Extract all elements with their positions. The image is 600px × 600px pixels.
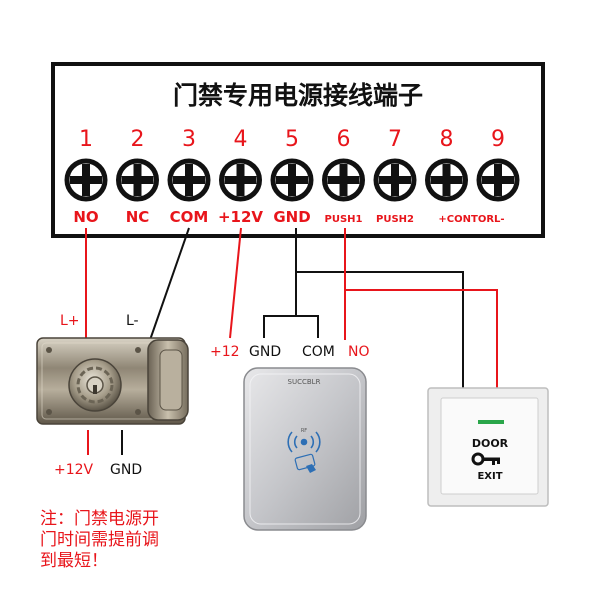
wires <box>85 227 498 455</box>
terminal-number: 9 <box>491 127 505 152</box>
terminal-label: GND <box>273 208 310 226</box>
wire-com-to-lock <box>149 227 190 341</box>
terminal-number: 6 <box>337 127 351 152</box>
terminal-panel: 门禁专用电源接线端子 1NO2NC3COM4+12V5GND6PUSH17PUS… <box>51 62 545 238</box>
wire-gnd-to-reader <box>263 228 297 338</box>
reader-bezel <box>249 373 361 525</box>
lock-l-minus-label: L- <box>126 313 139 329</box>
terminal-number: 2 <box>131 127 145 152</box>
terminal-9: 9 <box>476 127 520 202</box>
lock-screw-icon <box>46 409 52 415</box>
wire-12v-to-reader <box>229 227 242 339</box>
screw-terminal-icon <box>167 158 211 202</box>
reader-gnd-label: GND <box>249 344 281 360</box>
terminal-number: 1 <box>79 127 93 152</box>
wire-gnd-to-exit <box>295 228 464 392</box>
screw-terminal-icon <box>219 158 262 202</box>
panel-border <box>51 62 545 238</box>
terminal-number: 4 <box>234 127 248 152</box>
screw-terminal-icon <box>64 158 108 202</box>
lock-gnd-label: GND <box>110 462 142 478</box>
lock-keyhole-slot <box>93 385 97 394</box>
terminal-8: 8 +CONTORL- <box>425 127 505 225</box>
terminal-label: NC <box>126 208 150 226</box>
lock-screw-icon <box>135 409 141 415</box>
lock-12v-label: +12V <box>54 462 94 478</box>
exit-door-label: DOOR <box>472 437 509 450</box>
card-reader: +12 GND COM NO SUCCBLR RF <box>210 344 370 531</box>
reader-no-label: NO <box>348 344 370 360</box>
panel-title: 门禁专用电源接线端子 <box>173 81 423 110</box>
lock-l-plus-label: L+ <box>60 313 80 329</box>
card-tap-icon <box>294 453 316 473</box>
reader-brand: SUCCBLR <box>288 378 321 386</box>
terminal-number: 7 <box>388 127 402 152</box>
wire-gnd-to-com <box>296 315 319 338</box>
terminal-number: 8 <box>440 127 454 152</box>
screw-terminal-icon <box>322 158 365 202</box>
terminal-label: PUSH1 <box>325 214 363 225</box>
terminal-number: 5 <box>285 127 299 152</box>
rfid-waves-icon <box>287 431 321 453</box>
terminal-number: 3 <box>182 127 196 152</box>
terminal-4: 4 +12V <box>218 127 263 226</box>
terminal-label: +CONTORL- <box>438 214 504 225</box>
terminal-label: COM <box>170 208 209 226</box>
reader-body <box>243 367 367 531</box>
note-line-2: 门时间需提前调 <box>40 530 159 550</box>
terminal-label: PUSH2 <box>376 214 414 225</box>
terminal-2: 2NC <box>116 127 159 226</box>
note-line-1: 注：门禁电源开 <box>40 509 159 529</box>
reader-com-label: COM <box>302 344 335 360</box>
lock-bolt <box>159 349 183 411</box>
note-line-3: 到最短！ <box>40 551 108 571</box>
reader-rf-label: RF <box>301 428 307 434</box>
lock-screw-icon <box>46 347 52 353</box>
screw-terminal-icon <box>425 158 468 202</box>
key-icon <box>471 452 500 466</box>
exit-led <box>478 420 504 424</box>
exit-button: DOOR EXIT <box>427 387 549 507</box>
screw-terminal-icon <box>270 158 314 202</box>
screw-terminal-icon <box>476 158 520 202</box>
screw-terminal-icon <box>373 158 417 202</box>
screw-terminal-icon <box>116 158 159 202</box>
lock-screw-icon <box>135 347 141 353</box>
terminal-label: NO <box>73 208 98 226</box>
wire-push1-to-exit <box>345 289 498 392</box>
terminal-label: +12V <box>218 208 263 226</box>
lock-knob-ridge <box>76 366 114 404</box>
electric-lock: L+ L- +12V GND <box>36 313 189 478</box>
exit-exit-label: EXIT <box>477 471 502 482</box>
exit-pushpad <box>440 397 539 495</box>
terminal-1: 1NO <box>64 127 108 226</box>
reader-12-label: +12 <box>210 344 240 360</box>
note: 注：门禁电源开 门时间需提前调 到最短！ <box>40 509 159 571</box>
